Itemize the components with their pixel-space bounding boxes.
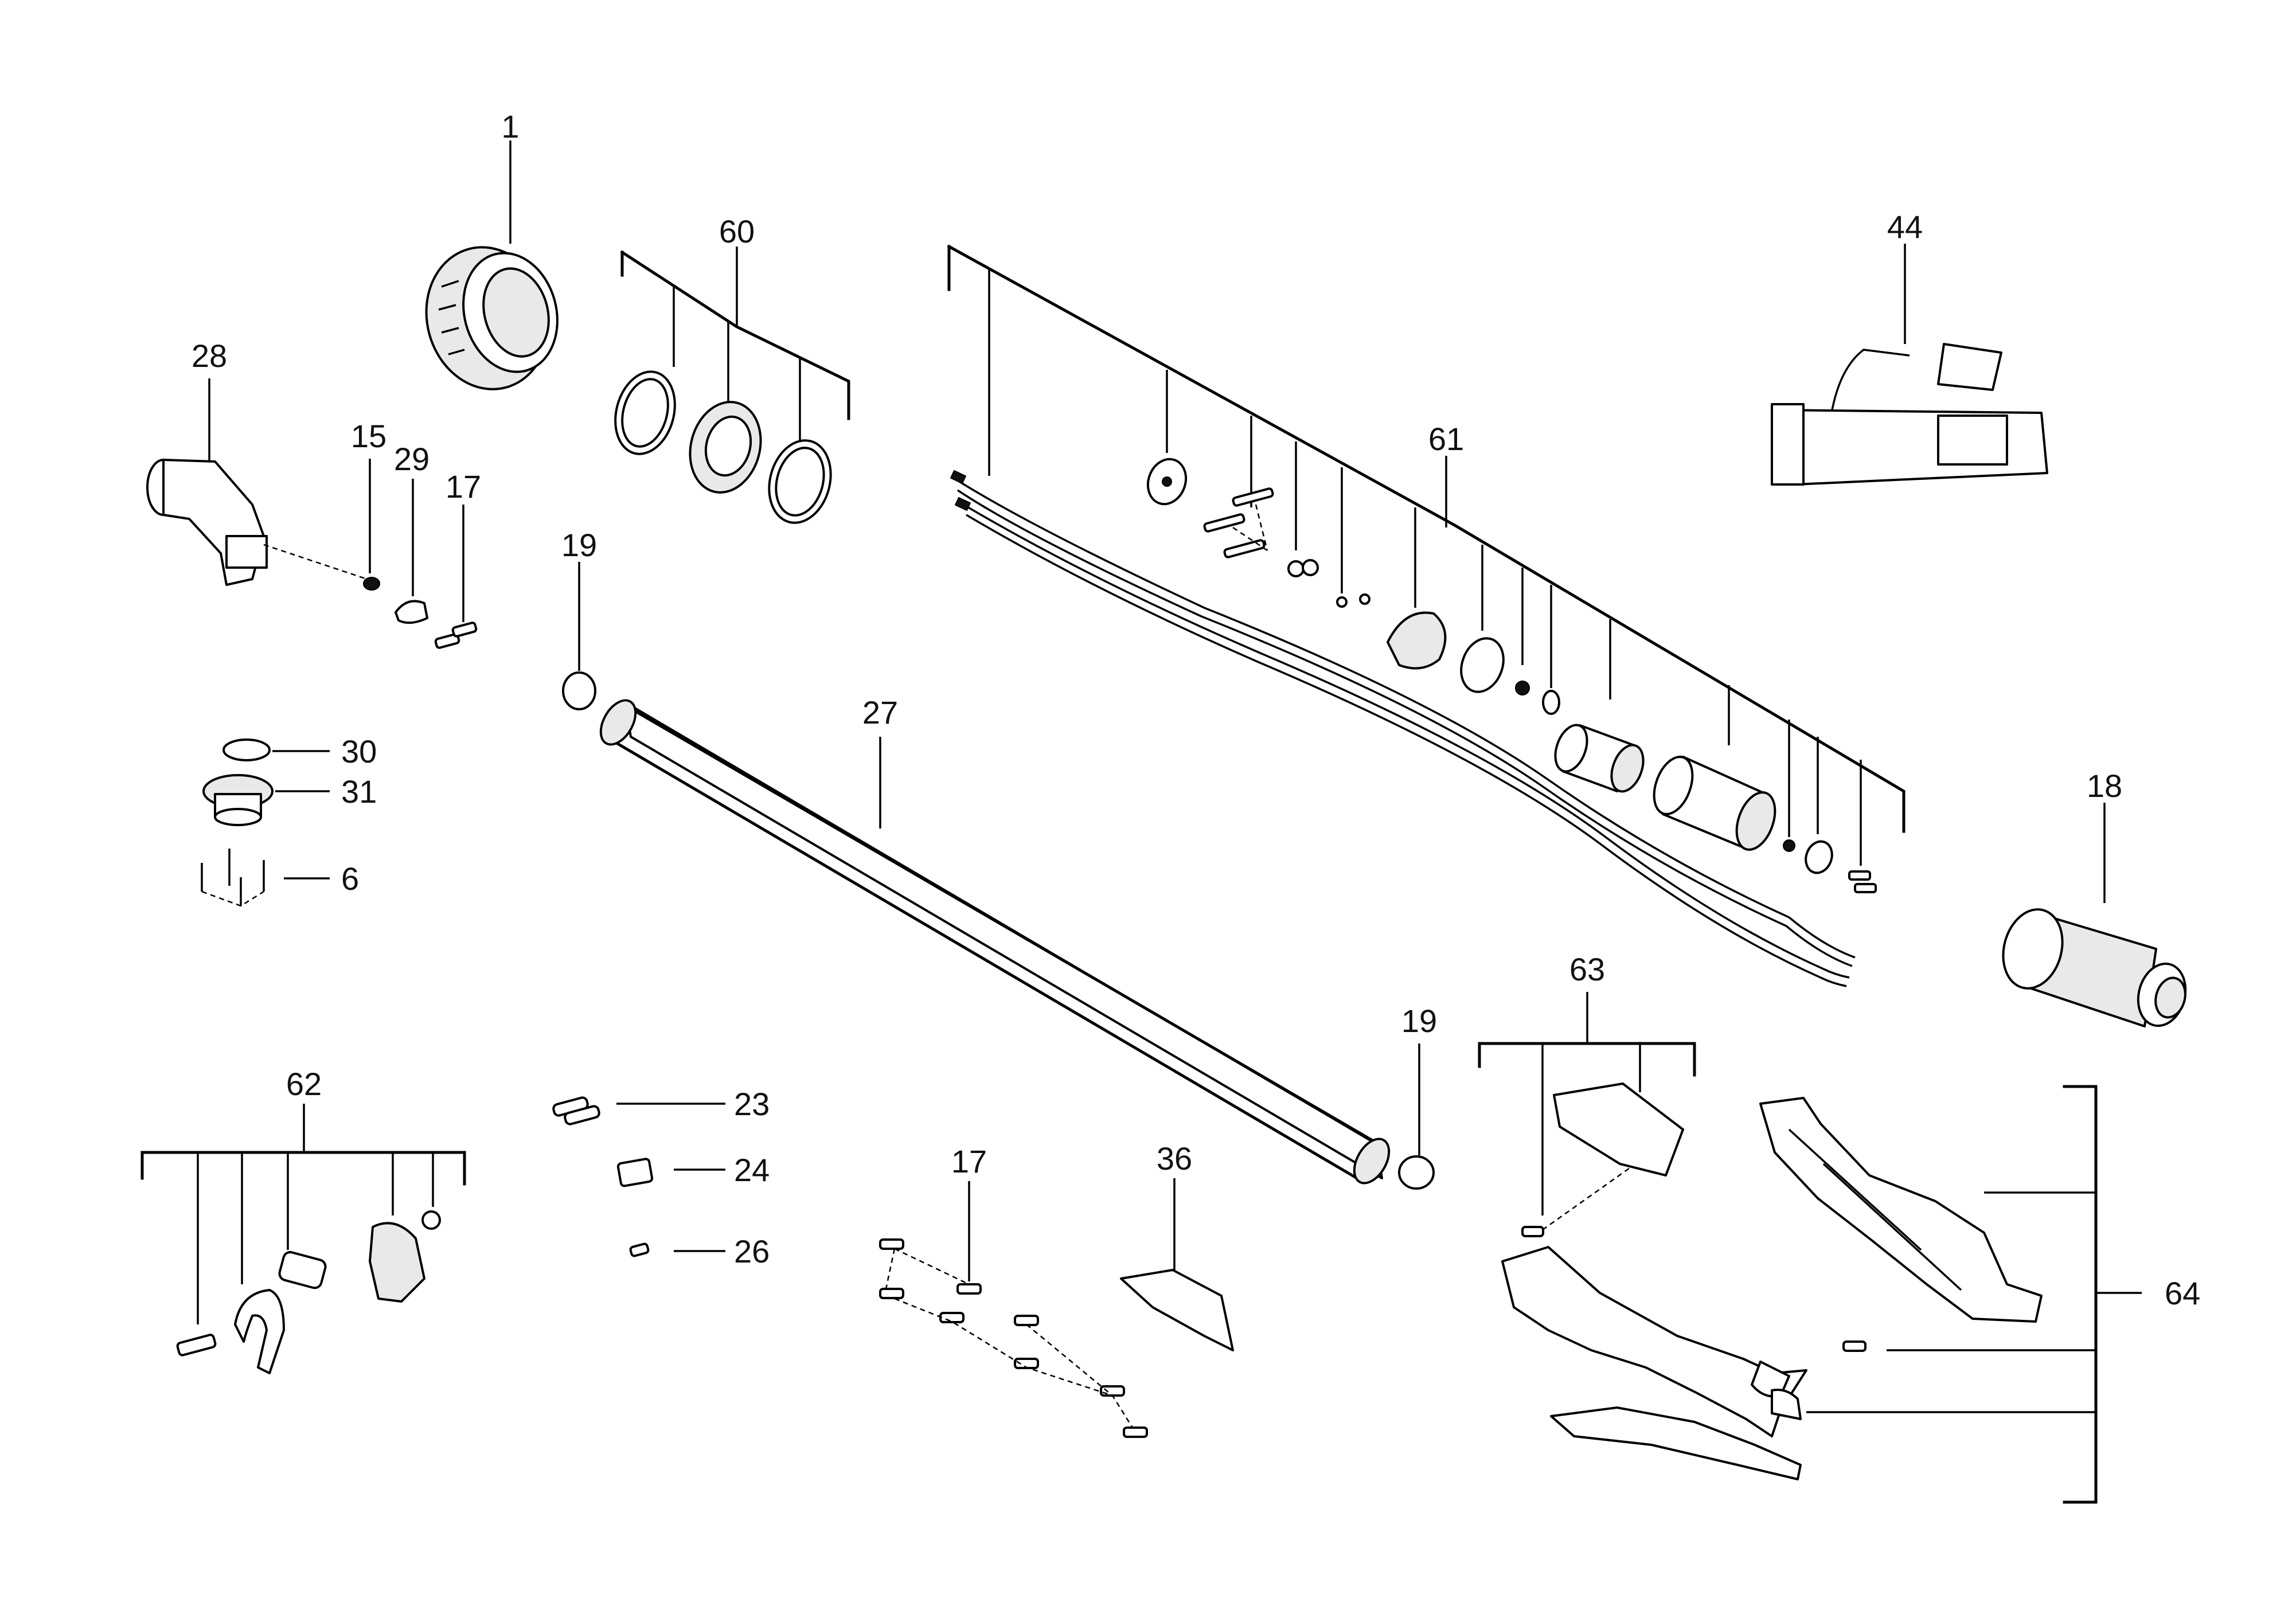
label-30: 30 bbox=[341, 733, 377, 769]
label-36: 36 bbox=[1157, 1140, 1192, 1177]
part-1-ring[interactable] bbox=[411, 140, 570, 403]
label-62: 62 bbox=[286, 1066, 322, 1102]
label-27: 27 bbox=[862, 694, 898, 730]
label-44: 44 bbox=[1887, 209, 1923, 245]
part-17-screws-bottom[interactable] bbox=[879, 1181, 1148, 1438]
label-17b: 17 bbox=[951, 1143, 987, 1179]
part-30-washer[interactable] bbox=[222, 738, 330, 761]
part-28-end-cap[interactable] bbox=[146, 378, 368, 586]
label-15: 15 bbox=[351, 418, 386, 454]
part-27-tube[interactable] bbox=[593, 694, 1396, 1189]
label-26: 26 bbox=[734, 1233, 770, 1269]
part-23-pins[interactable] bbox=[552, 1096, 725, 1125]
label-31: 31 bbox=[341, 773, 377, 810]
part-61-motor-kit[interactable] bbox=[947, 244, 1905, 987]
part-44-strap[interactable] bbox=[1771, 244, 2048, 486]
part-62-clamp-kit[interactable] bbox=[140, 1104, 466, 1374]
label-19a: 19 bbox=[561, 527, 597, 563]
part-60-seal-kit[interactable] bbox=[607, 247, 850, 530]
part-64-housing[interactable] bbox=[1501, 1085, 2142, 1504]
part-19-oring-bottom[interactable] bbox=[1398, 1043, 1435, 1190]
label-23: 23 bbox=[734, 1086, 770, 1122]
label-63: 63 bbox=[1569, 951, 1605, 987]
label-28: 28 bbox=[192, 338, 227, 374]
part-17-screws-top[interactable] bbox=[434, 505, 478, 649]
label-64: 64 bbox=[2165, 1275, 2200, 1311]
label-1: 1 bbox=[501, 108, 519, 144]
part-31-bearing-seat[interactable] bbox=[202, 774, 330, 826]
part-29-clip[interactable] bbox=[395, 479, 428, 624]
part-36-label[interactable] bbox=[1120, 1178, 1234, 1351]
part-6-screws[interactable] bbox=[201, 849, 330, 907]
label-19b: 19 bbox=[1401, 1003, 1437, 1039]
label-61: 61 bbox=[1428, 421, 1464, 457]
label-29: 29 bbox=[394, 441, 429, 477]
label-6: 6 bbox=[341, 861, 359, 897]
label-17a: 17 bbox=[446, 468, 481, 505]
part-63-switch-kit[interactable] bbox=[1478, 992, 1696, 1237]
label-60: 60 bbox=[719, 213, 755, 249]
part-26-spring[interactable] bbox=[629, 1242, 725, 1257]
part-24-plate[interactable] bbox=[616, 1158, 725, 1187]
part-19-oring-top[interactable] bbox=[562, 562, 596, 710]
part-18-collar[interactable] bbox=[1995, 803, 2192, 1031]
label-24: 24 bbox=[734, 1152, 770, 1188]
part-15-pin[interactable] bbox=[363, 459, 380, 591]
label-18: 18 bbox=[2087, 768, 2122, 804]
